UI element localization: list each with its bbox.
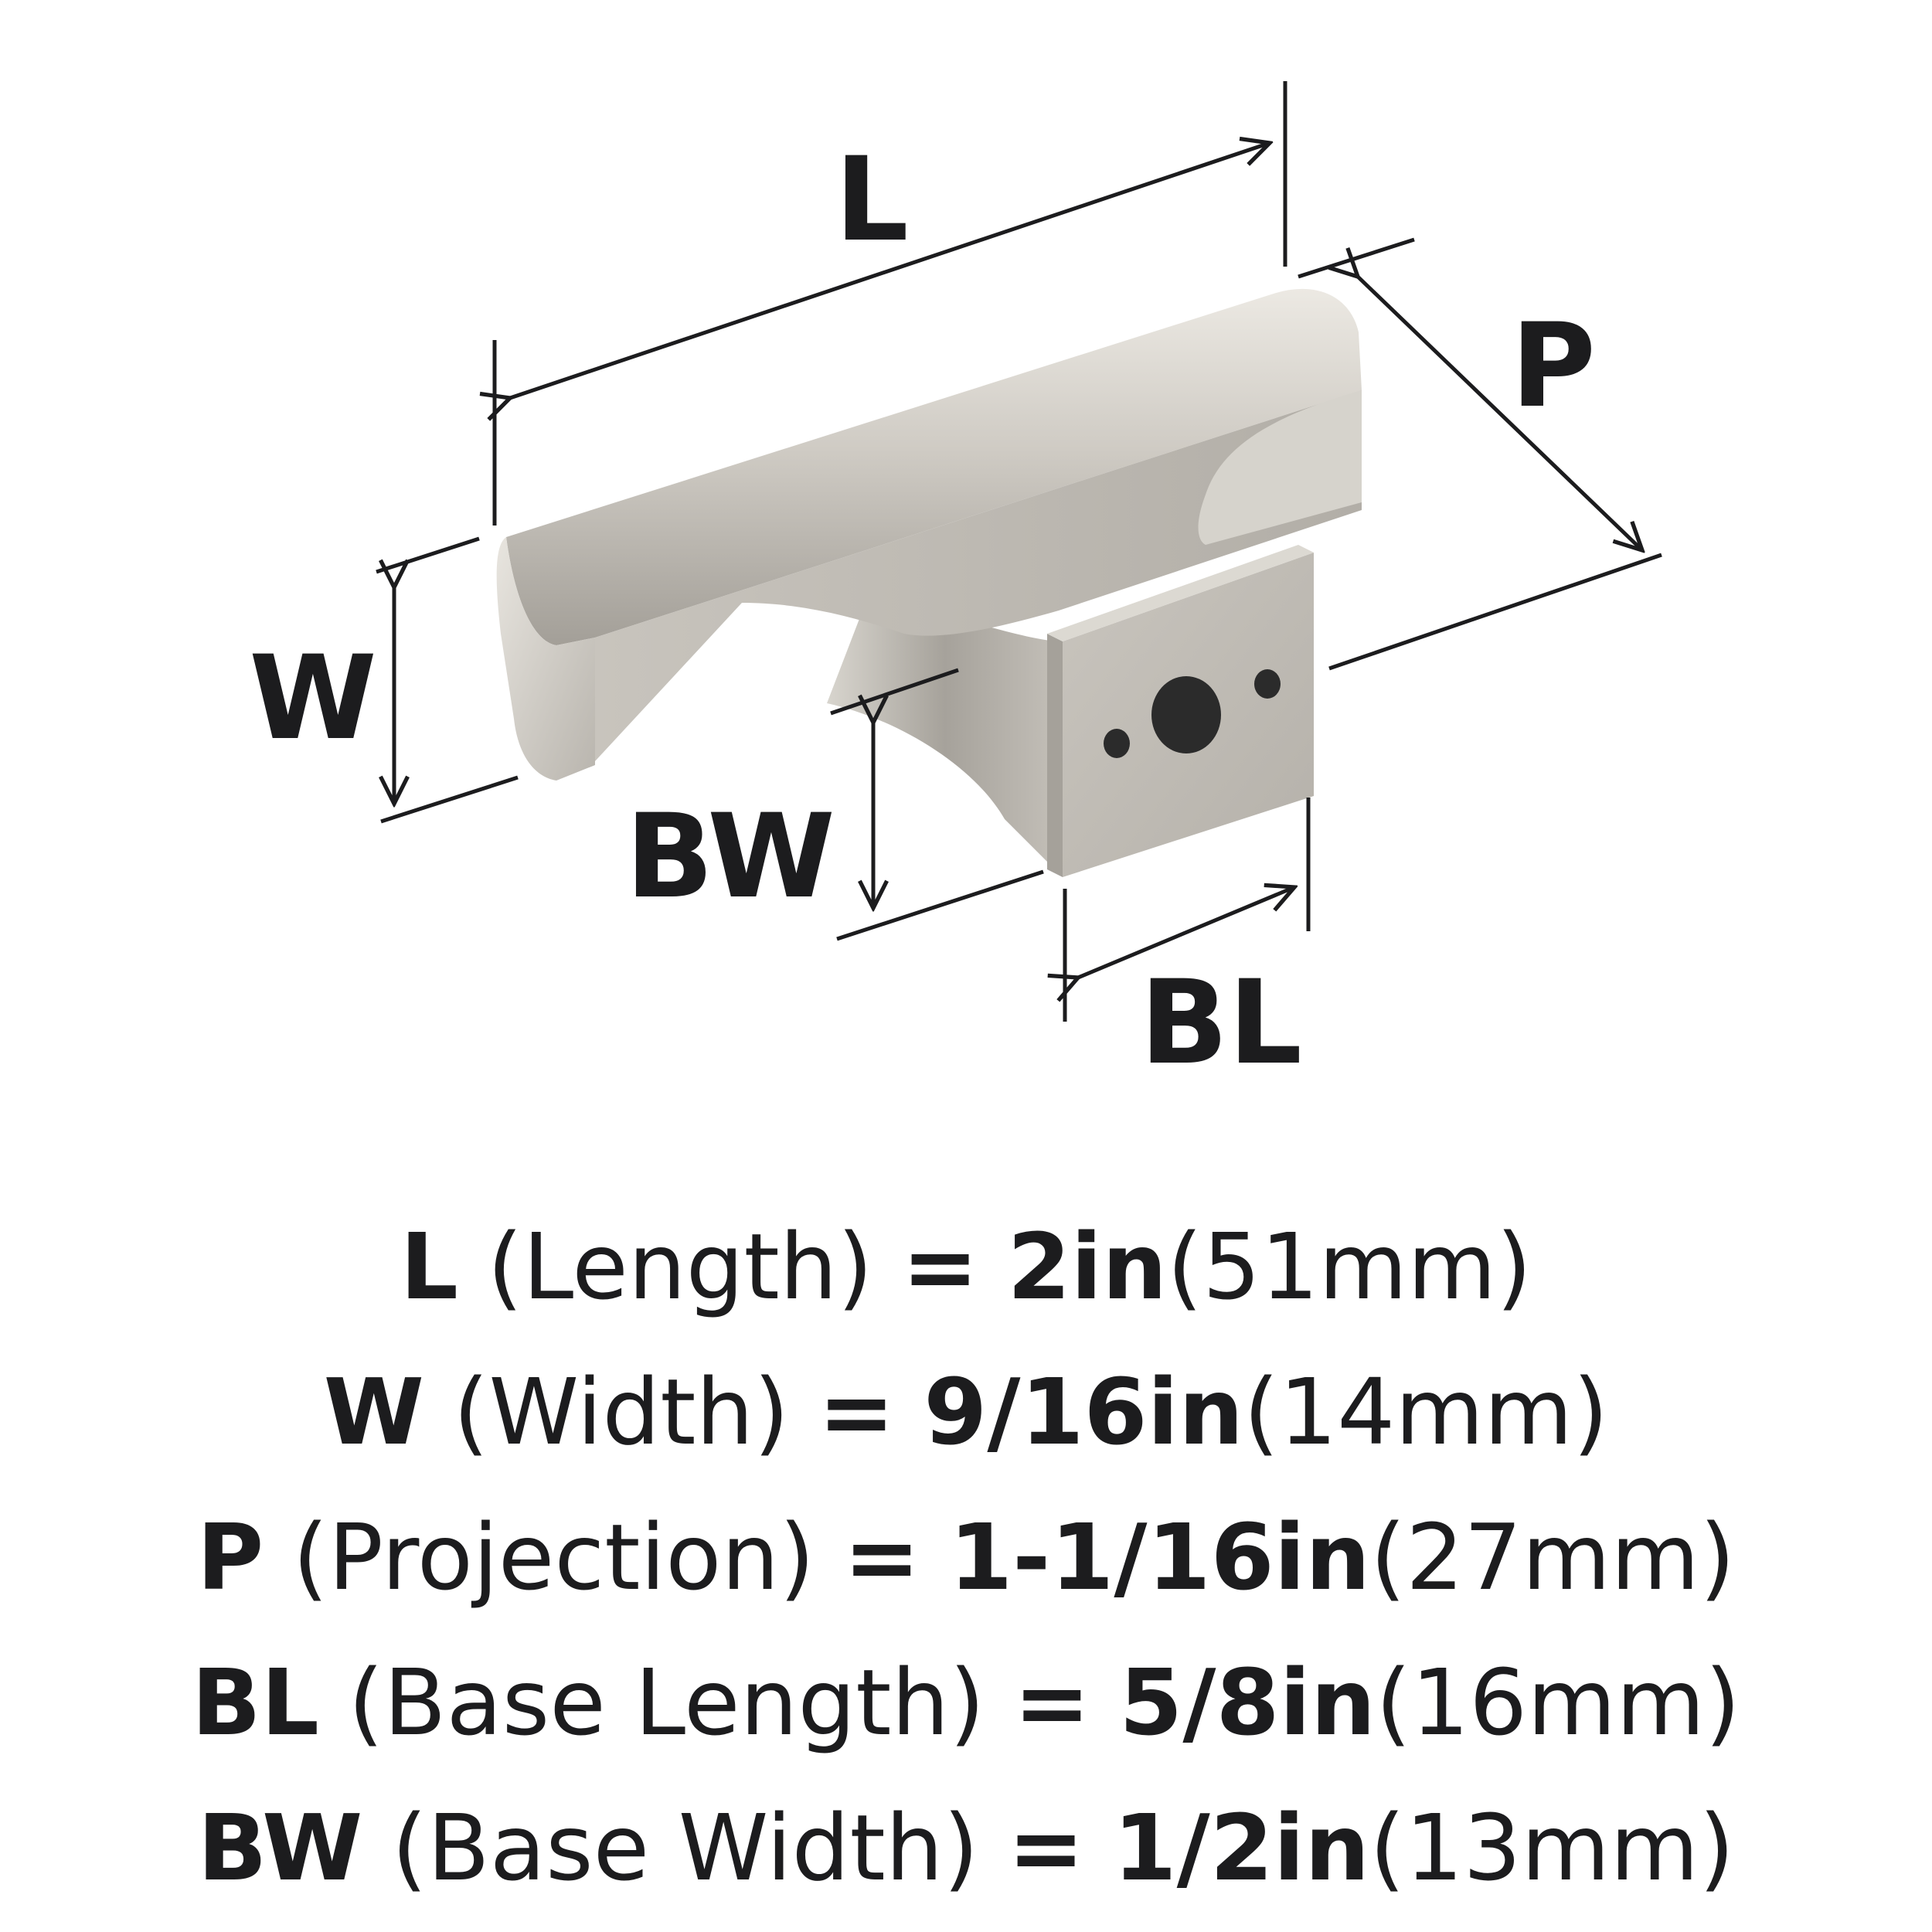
spec-metric: (14mm) xyxy=(1243,1359,1609,1465)
pull-base-top xyxy=(1047,545,1314,641)
spec-description: (Base Width) xyxy=(391,1794,979,1901)
spec-equals: = xyxy=(818,1359,895,1465)
projection-extension-top xyxy=(1298,237,1415,279)
spec-description: (Width) xyxy=(453,1359,790,1465)
spec-imperial: 1/2in xyxy=(1113,1794,1370,1901)
spec-description: (Length) xyxy=(487,1213,873,1320)
length-label: L xyxy=(835,133,909,267)
spec-metric: (27mm) xyxy=(1370,1504,1736,1611)
spec-line-projection: P (Projection) = 1-1/16in(27mm) xyxy=(0,1485,1932,1630)
spec-code: P xyxy=(196,1504,264,1611)
spec-metric: (16mm) xyxy=(1376,1649,1741,1756)
spec-equals: = xyxy=(902,1213,978,1320)
spec-description: (Base Length) xyxy=(348,1649,985,1756)
pull-bar-scoop xyxy=(1198,390,1362,545)
spec-imperial: 9/16in xyxy=(923,1359,1244,1465)
spec-line-length: L (Length) = 2in(51mm) xyxy=(0,1194,1932,1339)
pull-end-cap xyxy=(496,537,595,781)
width-extension-top xyxy=(376,536,480,574)
spec-line-base-length: BL (Base Length) = 5/8in(16mm) xyxy=(0,1630,1932,1775)
base-length-label: BL xyxy=(1140,956,1302,1090)
pull-bar-front xyxy=(595,390,1362,761)
spec-equals: = xyxy=(1008,1794,1084,1901)
base-width-label: BW xyxy=(625,790,835,924)
width-extension-bottom xyxy=(380,775,519,824)
pull-dimension-diagram: L P W BW BL xyxy=(249,81,1662,1090)
spec-equals: = xyxy=(843,1504,920,1611)
spec-imperial: 1-1/16in xyxy=(949,1504,1371,1611)
spec-imperial: 5/8in xyxy=(1119,1649,1376,1756)
width-label: W xyxy=(249,631,376,766)
dimension-spec-list: L (Length) = 2in(51mm) W (Width) = 9/16i… xyxy=(0,1194,1932,1920)
spec-code: L xyxy=(400,1213,458,1320)
spec-imperial: 2in xyxy=(1007,1213,1168,1320)
base-width-extension-bottom xyxy=(836,869,1044,941)
base-width-extension-top xyxy=(830,668,959,716)
projection-label: P xyxy=(1511,299,1596,434)
spec-code: BW xyxy=(197,1794,363,1901)
mounting-hole-small-right xyxy=(1254,669,1281,699)
projection-dimension-arrow xyxy=(1358,277,1642,550)
spec-line-base-width: BW (Base Width) = 1/2in(13mm) xyxy=(0,1775,1932,1920)
pull-product-illustration xyxy=(496,288,1362,877)
spec-code: BL xyxy=(191,1649,319,1756)
spec-description: (Projection) xyxy=(292,1504,815,1611)
spec-equals: = xyxy=(1013,1649,1090,1756)
base-length-dimension-arrow xyxy=(1078,887,1294,978)
pull-base-side xyxy=(1047,634,1063,877)
dimension-lines xyxy=(376,81,1662,1022)
projection-extension-bottom xyxy=(1328,553,1662,671)
spec-code: W xyxy=(323,1359,424,1465)
mounting-hole-large xyxy=(1151,676,1221,753)
spec-metric: (13mm) xyxy=(1369,1794,1735,1901)
mounting-hole-small-left xyxy=(1104,729,1130,758)
length-dimension-arrow xyxy=(510,143,1270,398)
pull-neck xyxy=(827,603,1063,877)
spec-metric: (51mm) xyxy=(1167,1213,1532,1320)
spec-line-width: W (Width) = 9/16in(14mm) xyxy=(0,1339,1932,1485)
